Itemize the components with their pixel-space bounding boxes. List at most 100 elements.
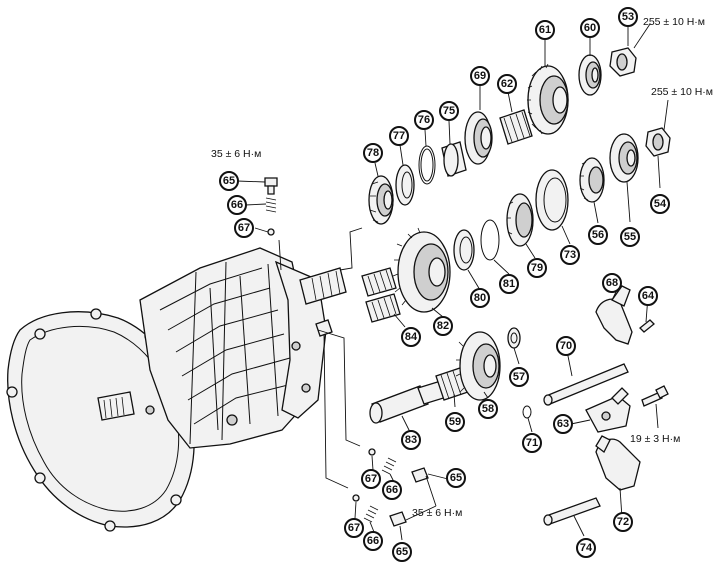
part-84-needle-bearing <box>361 267 401 323</box>
callout-66-top: 66 <box>227 195 247 215</box>
callouts: 53 60 61 62 69 75 76 77 78 54 55 56 73 7… <box>219 7 670 562</box>
part-55-bearing <box>609 133 639 183</box>
svg-text:69: 69 <box>474 70 486 82</box>
part-57-washer <box>507 327 521 349</box>
callout-58: 58 <box>478 399 498 419</box>
callout-63: 63 <box>553 414 573 434</box>
callout-74: 74 <box>576 538 596 558</box>
svg-text:75: 75 <box>443 105 455 117</box>
part-76-snap-ring <box>418 145 436 185</box>
svg-text:67: 67 <box>238 222 250 234</box>
part-72-shift-fork <box>595 435 641 491</box>
part-77-synchro-ring <box>395 164 415 206</box>
torque-label-bolt: 19 ± 3 Н·м <box>630 433 680 445</box>
callout-67-bottom: 67 <box>344 518 364 538</box>
part-53-nut <box>609 47 637 77</box>
part-69-synchronizer <box>464 111 493 165</box>
callout-56: 56 <box>588 225 608 245</box>
svg-text:65: 65 <box>450 472 462 484</box>
callout-57: 57 <box>509 367 529 387</box>
callout-72: 72 <box>613 512 633 532</box>
svg-text:57: 57 <box>513 371 525 383</box>
callout-71: 71 <box>522 433 542 453</box>
callout-68: 68 <box>602 273 622 293</box>
svg-text:54: 54 <box>654 198 667 210</box>
svg-text:68: 68 <box>606 277 618 289</box>
callout-78: 78 <box>363 143 383 163</box>
callout-65-top: 65 <box>219 171 239 191</box>
detent-upper <box>264 177 278 236</box>
torque-label-65-top: 35 ± 6 Н·м <box>211 148 261 160</box>
callout-81: 81 <box>499 274 519 294</box>
callout-55: 55 <box>620 227 640 247</box>
callout-64: 64 <box>638 286 658 306</box>
callout-65-bottom: 65 <box>392 542 412 562</box>
assembly-lines <box>278 227 363 489</box>
bolt-19nm <box>641 385 669 407</box>
callout-60: 60 <box>580 18 600 38</box>
part-54-nut <box>645 127 671 157</box>
part-56-gear <box>579 157 605 203</box>
callout-67-top: 67 <box>234 218 254 238</box>
part-60-bearing <box>578 54 602 96</box>
svg-text:59: 59 <box>449 416 461 428</box>
callout-66-mid: 66 <box>382 480 402 500</box>
svg-text:55: 55 <box>624 231 636 243</box>
svg-text:72: 72 <box>617 516 629 528</box>
svg-text:82: 82 <box>437 320 449 332</box>
callout-62: 62 <box>497 74 517 94</box>
part-74-rod <box>543 497 601 526</box>
callout-53: 53 <box>618 7 638 27</box>
svg-text:73: 73 <box>564 249 576 261</box>
callout-80: 80 <box>470 288 490 308</box>
part-70-shift-rod <box>543 363 629 406</box>
svg-text:64: 64 <box>642 290 655 302</box>
part-80-synchro-ring <box>453 229 475 271</box>
part-64-pin <box>639 319 655 333</box>
svg-text:67: 67 <box>348 522 360 534</box>
part-58-gear <box>455 331 501 401</box>
svg-text:61: 61 <box>539 24 551 36</box>
part-79-synchronizer <box>506 193 534 247</box>
transmission-housing <box>6 247 347 532</box>
part-81-snap-ring <box>480 219 500 261</box>
part-61-gear <box>527 63 569 135</box>
callout-65-mid: 65 <box>446 468 466 488</box>
callout-82: 82 <box>433 316 453 336</box>
svg-text:80: 80 <box>474 292 486 304</box>
part-68-shift-fork <box>595 285 633 345</box>
svg-text:81: 81 <box>503 278 515 290</box>
svg-text:67: 67 <box>365 473 377 485</box>
callout-54: 54 <box>650 194 670 214</box>
callout-79: 79 <box>527 258 547 278</box>
callout-83: 83 <box>401 430 421 450</box>
svg-text:76: 76 <box>418 114 430 126</box>
callout-75: 75 <box>439 101 459 121</box>
part-78-bearing <box>368 175 394 225</box>
part-62-needle-bearing <box>499 109 533 145</box>
callout-76: 76 <box>414 110 434 130</box>
svg-text:65: 65 <box>396 546 408 558</box>
svg-text:63: 63 <box>557 418 569 430</box>
svg-text:66: 66 <box>386 484 398 496</box>
svg-text:77: 77 <box>393 130 405 142</box>
svg-text:84: 84 <box>405 331 418 343</box>
detent-lower <box>352 448 429 527</box>
svg-text:78: 78 <box>367 147 379 159</box>
callout-70: 70 <box>556 336 576 356</box>
svg-text:60: 60 <box>584 22 596 34</box>
svg-text:70: 70 <box>560 340 572 352</box>
svg-text:58: 58 <box>482 403 494 415</box>
part-73-ring <box>535 169 569 231</box>
callout-77: 77 <box>389 126 409 146</box>
svg-text:66: 66 <box>367 535 379 547</box>
callout-59: 59 <box>445 412 465 432</box>
svg-text:56: 56 <box>592 229 604 241</box>
part-83-reverse-shaft <box>369 379 451 424</box>
part-82-gear <box>392 227 451 313</box>
callout-84: 84 <box>401 327 421 347</box>
callout-73: 73 <box>560 245 580 265</box>
callout-66-bottom: 66 <box>363 531 383 551</box>
callout-61: 61 <box>535 20 555 40</box>
